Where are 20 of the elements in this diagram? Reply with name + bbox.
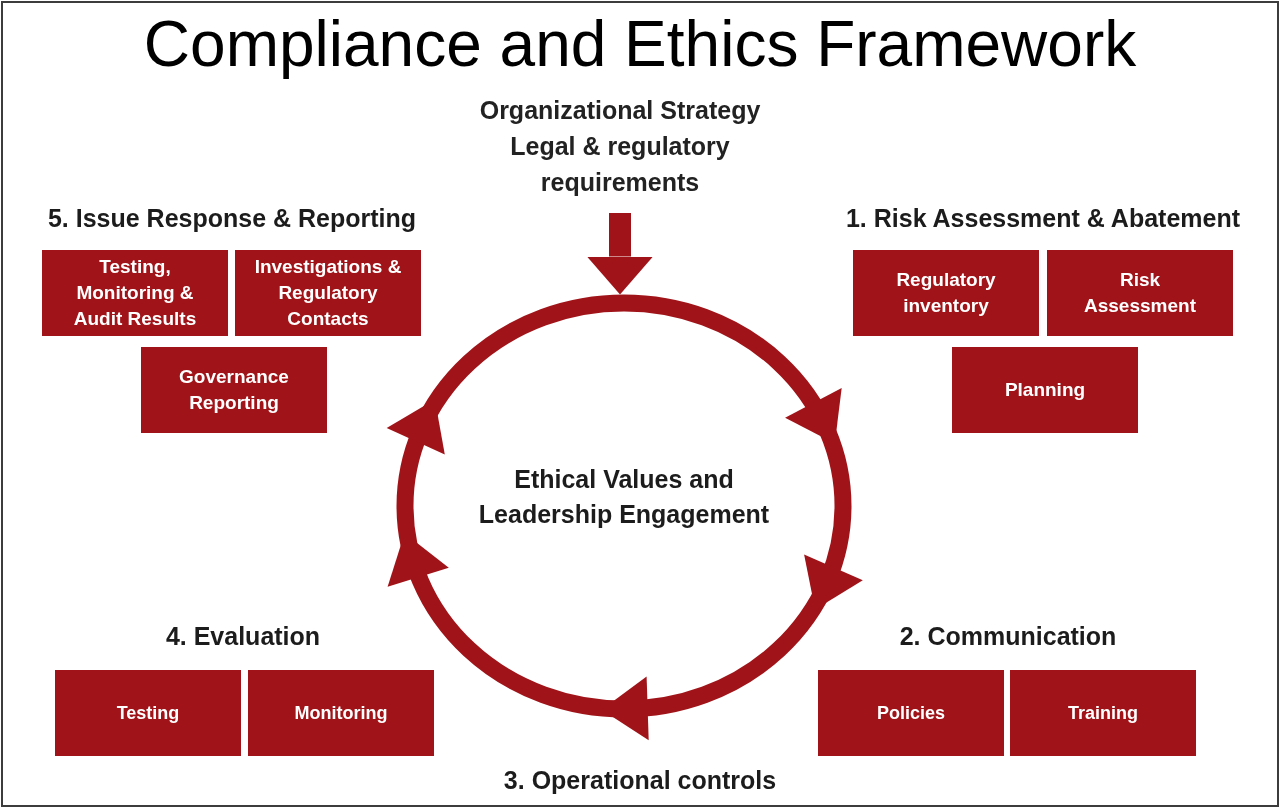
block-arrow [587,213,653,295]
title: Compliance and Ethics Framework [143,7,1137,82]
text-label: Organizational Strategy [479,95,761,126]
stage-heading: 5. Issue Response & Reporting [47,203,417,233]
stage-heading: 2. Communication [899,621,1117,651]
process-box: Investigations & Regulatory Contacts [235,250,421,336]
stage-heading: 3. Operational controls [503,765,777,795]
process-box: Governance Reporting [141,347,327,433]
text-label: Legal & regulatory requirements [509,131,731,198]
stage-heading: 4. Evaluation [165,621,321,651]
process-box: Regulatory inventory [853,250,1039,336]
process-box: Planning [952,347,1138,433]
process-box: Monitoring [248,670,434,756]
process-box: Policies [818,670,1004,756]
center-text: Ethical Values and Leadership Engagement [477,464,771,530]
process-box: Training [1010,670,1196,756]
process-box: Testing, Monitoring & Audit Results [42,250,228,336]
process-box: Risk Assessment [1047,250,1233,336]
stage-heading: 1. Risk Assessment & Abatement [845,203,1241,233]
process-box: Testing [55,670,241,756]
